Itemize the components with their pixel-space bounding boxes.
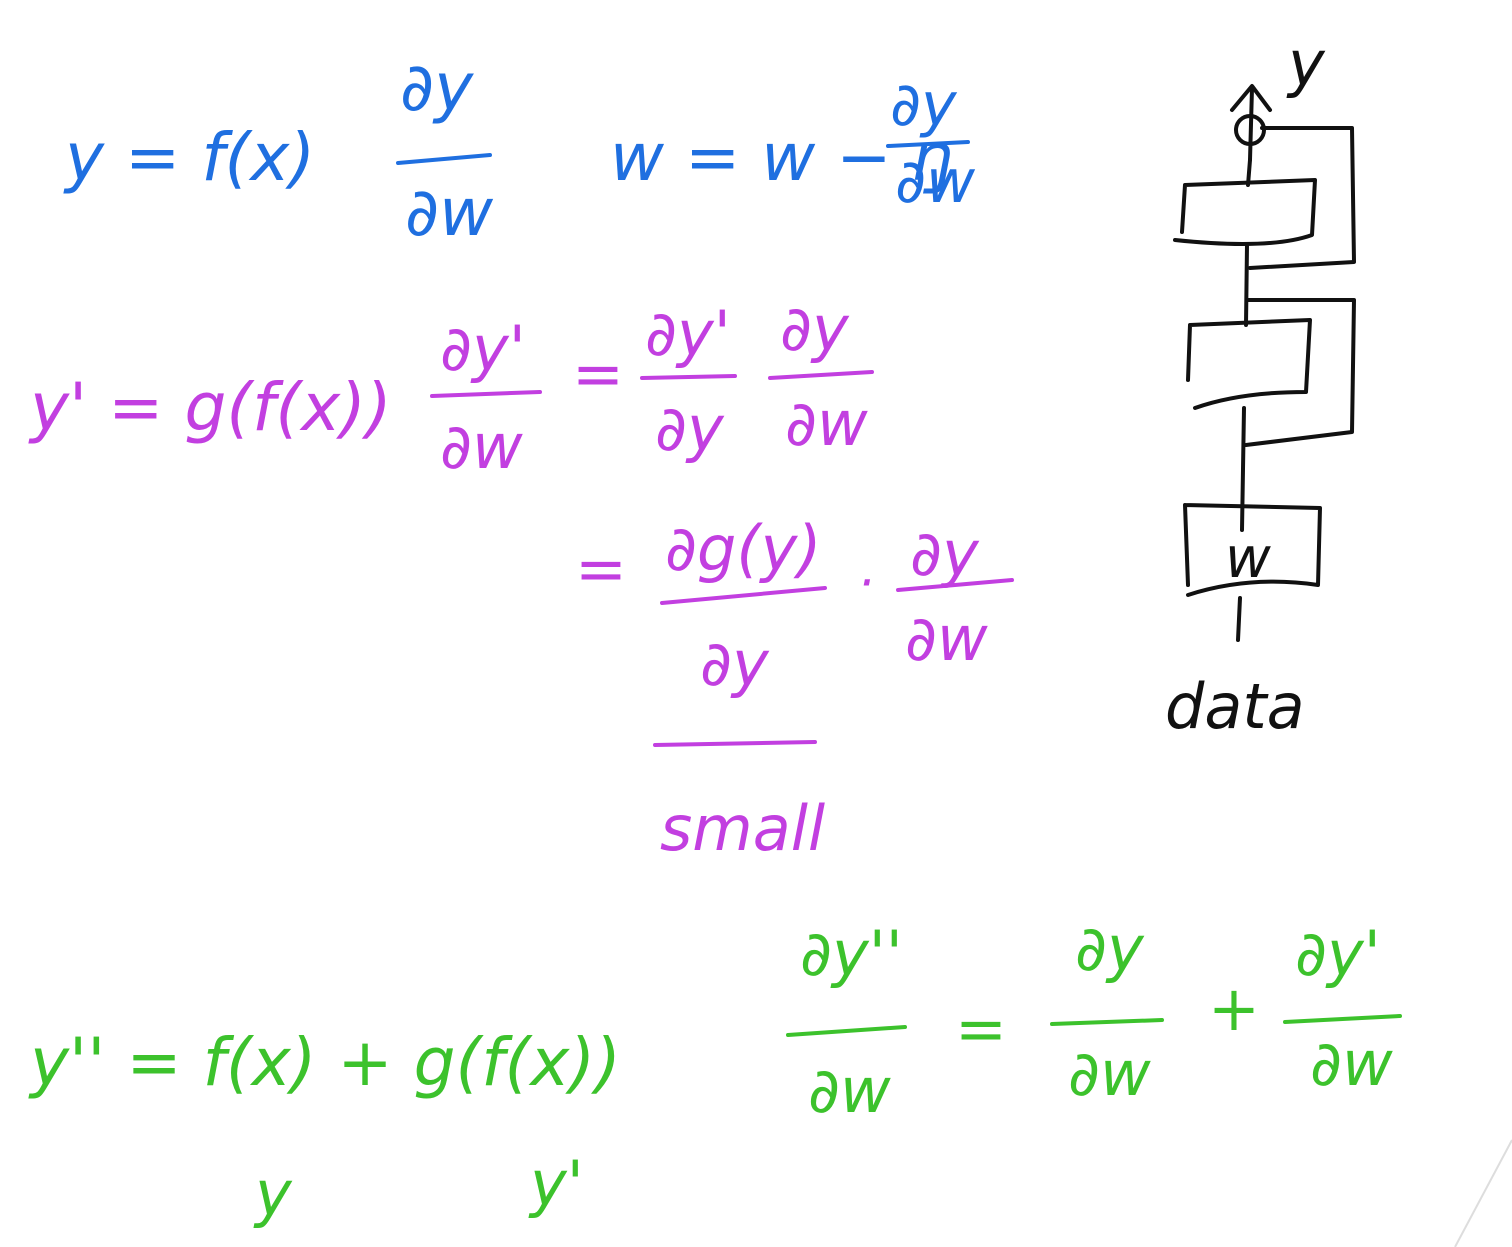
chain-term-2-numerator: ∂y <box>780 292 850 365</box>
weight-label: w <box>1225 526 1271 591</box>
fraction-bar <box>640 374 737 380</box>
update-rule-numerator: ∂y <box>890 70 958 140</box>
residual-lhs-denominator: ∂w <box>808 1054 891 1127</box>
expanded-term-1-denominator: ∂y <box>700 627 770 700</box>
main-path <box>1236 596 1242 642</box>
chain-rule-term-1: ∂y' ∂y <box>640 297 737 465</box>
residual-term-2-numerator: ∂y' <box>1295 917 1381 990</box>
output-label: y <box>1286 27 1326 100</box>
main-path <box>1240 406 1246 532</box>
residual-term-1-numerator: ∂y <box>1075 912 1145 985</box>
chain-rule-term-2: ∂y ∂w <box>768 292 874 460</box>
fraction-bar <box>768 370 874 380</box>
layer-box-2 <box>1186 318 1312 410</box>
residual-term-2: ∂y' ∂w <box>1283 917 1402 1100</box>
update-rule-denominator: ∂w <box>895 147 976 217</box>
residual-lhs-fraction: ∂y'' ∂w <box>786 917 907 1127</box>
layer-box-1 <box>1173 178 1317 246</box>
plus-sign: + <box>1208 972 1260 1045</box>
weight-layer-box <box>1183 503 1322 597</box>
equals-sign: = <box>575 532 627 605</box>
chain-term-2-denominator: ∂w <box>785 387 868 460</box>
expanded-term-2-denominator: ∂w <box>905 602 988 675</box>
expanded-term-2: ∂y ∂w <box>896 517 1014 675</box>
gradient-fraction: ∂y ∂w <box>396 49 494 251</box>
function-equation: y = f(x) <box>63 119 315 196</box>
output-arrow-shaft <box>1248 86 1254 162</box>
fraction-bar <box>396 153 492 165</box>
up-arrow-icon <box>1230 84 1272 112</box>
skip-connection-2 <box>1244 298 1356 447</box>
equals-sign: = <box>955 992 1007 1065</box>
underline-stroke <box>653 740 817 747</box>
residual-term-1: ∂y ∂w <box>1050 912 1164 1110</box>
lhs-numerator: ∂y' <box>440 312 526 385</box>
residual-equation: y'' = f(x) + g(f(x)) <box>28 1024 621 1101</box>
residual-term-2-denominator: ∂w <box>1310 1027 1393 1100</box>
fraction-bar <box>896 578 1014 592</box>
fraction-bar <box>786 1025 907 1037</box>
chain-term-1-denominator: ∂y <box>655 392 725 465</box>
green-block: y'' = f(x) + g(f(x)) y y' ∂y'' ∂w = ∂y ∂… <box>28 912 1402 1230</box>
fraction-bar <box>1050 1018 1164 1026</box>
small-note: small <box>660 792 825 865</box>
fraction-bar <box>660 586 827 605</box>
fraction-bar <box>886 140 970 148</box>
fraction-bar <box>430 390 542 398</box>
update-rule: w = w − ŋ ∂y ∂w <box>610 70 976 217</box>
label-under-gfx: y' <box>528 1147 584 1220</box>
skip-connection-1 <box>1248 126 1356 270</box>
expanded-term-1-numerator: ∂g(y) <box>665 512 821 585</box>
lhs-denominator: ∂w <box>440 410 523 483</box>
input-label: data <box>1165 670 1305 743</box>
multiply-dot: · <box>858 554 874 612</box>
blue-row: y = f(x) ∂y ∂w w = w − ŋ ∂y ∂w <box>63 49 976 251</box>
gradient-denominator: ∂w <box>405 174 494 251</box>
expanded-term-1: ∂g(y) ∂y <box>660 512 827 700</box>
update-rule-lhs: w = w − ŋ <box>610 119 954 196</box>
purple-block: y' = g(f(x)) ∂y' ∂w = ∂y' ∂y ∂y ∂w = ∂g(… <box>28 292 1014 865</box>
composed-function-equation: y' = g(f(x)) <box>28 369 392 446</box>
main-path <box>1244 243 1249 327</box>
residual-lhs-numerator: ∂y'' <box>800 917 903 990</box>
label-under-fx: y <box>253 1157 293 1230</box>
gradient-numerator: ∂y <box>400 49 474 126</box>
residual-network-diagram: y w data <box>1165 27 1356 743</box>
residual-term-1-denominator: ∂w <box>1068 1037 1151 1110</box>
fraction-bar <box>1283 1014 1402 1024</box>
corner-accent <box>1454 1139 1512 1247</box>
chain-term-1-numerator: ∂y' <box>645 297 731 370</box>
main-path <box>1246 158 1252 187</box>
expanded-term-2-numerator: ∂y <box>910 517 980 590</box>
lhs-fraction: ∂y' ∂w <box>430 312 542 483</box>
equals-sign: = <box>572 337 624 410</box>
